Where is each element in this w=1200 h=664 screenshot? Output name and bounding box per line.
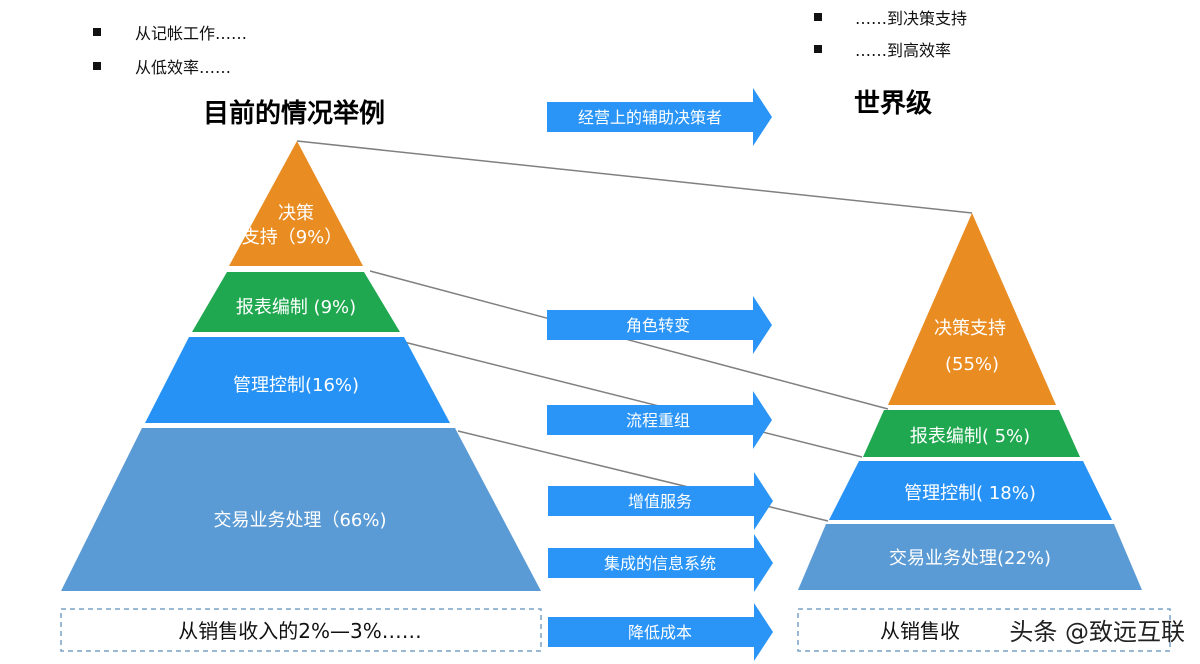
- world-class-level-transaction-label: 交易业务处理(22%): [889, 548, 1051, 569]
- transition-arrows: 经营上的辅助决策者 角色转变 流程重组 增值服务 集成的信息系统 降低成本: [547, 88, 773, 661]
- arrow-label: 降低成本: [628, 623, 692, 642]
- watermark: 头条 @致远互联: [1009, 618, 1185, 646]
- world-class-level-report-label: 报表编制( 5%): [910, 426, 1030, 447]
- world-class-level-decision: [888, 213, 1056, 405]
- world-class-pyramid: 决策支持 (55%) 报表编制( 5%) 管理控制( 18%) 交易业务处理(2…: [798, 213, 1142, 590]
- world-class-level-management: [829, 461, 1112, 520]
- current-level-decision: [229, 141, 363, 266]
- arrow-label: 集成的信息系统: [604, 554, 716, 573]
- world-class-level-report: [863, 410, 1080, 457]
- current-level-management-label: 管理控制(16%): [233, 375, 359, 396]
- current-level-report-label: 报表编制 (9%): [236, 297, 356, 318]
- bullet-text: 从低效率……: [135, 58, 231, 77]
- bullet-text: 从记帐工作……: [135, 24, 247, 43]
- bullet-text: ……到决策支持: [855, 9, 967, 28]
- arrow-shape: [547, 88, 772, 146]
- world-class-level-decision-label: 决策支持: [934, 318, 1006, 339]
- bullet-text: ……到高效率: [855, 41, 951, 60]
- arrow-label: 增值服务: [628, 492, 692, 511]
- connector-line-top: [296, 140, 973, 214]
- arrow-label: 经营上的辅助决策者: [578, 108, 722, 127]
- arrow-shape: [547, 391, 772, 449]
- current-level-transaction: [61, 428, 541, 591]
- current-level-report: [192, 272, 400, 332]
- world-class-title: 世界级: [854, 88, 932, 119]
- connector-line-report: [403, 341, 863, 458]
- current-title: 目前的情况举例: [203, 98, 385, 129]
- current-level-decision-label: 支持（9%）: [242, 227, 343, 248]
- world-class-level-transaction: [798, 524, 1142, 590]
- world-class-level-management-label: 管理控制( 18%): [904, 483, 1036, 504]
- current-level-management: [145, 337, 450, 423]
- arrow-label: 流程重组: [626, 411, 690, 430]
- arrow-shape: [548, 534, 773, 592]
- world-class-footer-text: 从销售收: [880, 619, 960, 643]
- current-bullets: 从记帐工作…… 从低效率……: [93, 24, 247, 77]
- world-class-level-decision-label: (55%): [945, 354, 999, 375]
- arrow-shape: [548, 472, 773, 530]
- bullet-square-icon: [814, 13, 822, 21]
- arrow-shape: [547, 296, 772, 354]
- bullet-square-icon: [814, 45, 822, 53]
- arrow-shape: [548, 603, 773, 661]
- arrow-label: 角色转变: [626, 316, 690, 335]
- current-pyramid: 决策 支持（9%） 报表编制 (9%) 管理控制(16%) 交易业务处理（66%…: [61, 141, 541, 591]
- current-footer-text: 从销售收入的2%—3%……: [178, 619, 421, 643]
- current-level-decision-label: 决策: [278, 203, 314, 224]
- world-class-bullets: ……到决策支持 ……到高效率: [814, 9, 967, 60]
- bullet-square-icon: [93, 62, 101, 70]
- current-level-transaction-label: 交易业务处理（66%): [213, 510, 386, 531]
- bullet-square-icon: [93, 28, 101, 36]
